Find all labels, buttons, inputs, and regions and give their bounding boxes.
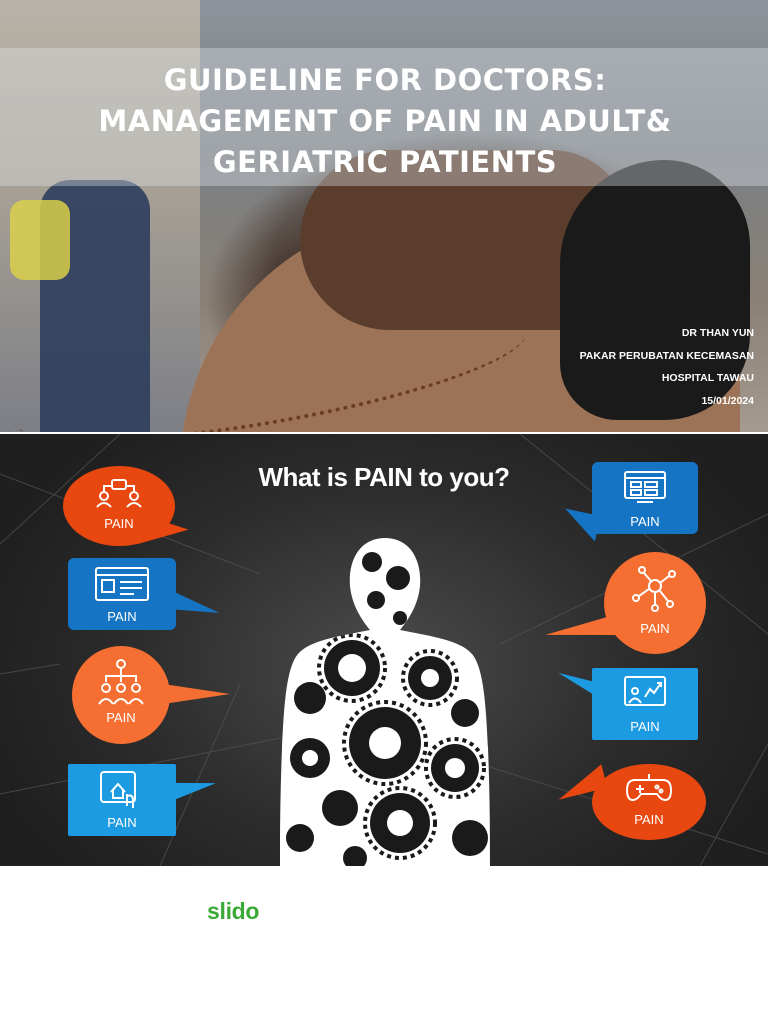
presenter-hospital: HOSPITAL TAWAU	[661, 372, 754, 384]
bystander-shirt	[10, 200, 70, 280]
analytics-presenter-icon	[624, 676, 666, 706]
bubble-4-label: PAIN	[107, 815, 137, 830]
team-network-icon	[96, 479, 142, 508]
title-slide: GUIDELINE FOR DOCTORS: MANAGEMENT OF PAI…	[0, 0, 768, 432]
bubble-3-label: PAIN	[106, 710, 136, 725]
patient-hair	[560, 160, 750, 420]
tablet-touch-icon	[100, 771, 136, 808]
title-banner	[0, 48, 768, 186]
question-heading: What is PAIN to you?	[258, 462, 510, 492]
title-line-2: MANAGEMENT OF PAIN IN ADULT&	[98, 104, 672, 138]
bubble-8-label: PAIN	[634, 812, 664, 827]
bubble-1: PAIN	[63, 466, 175, 546]
title-line-3: GERIATRIC PATIENTS	[212, 145, 558, 179]
slide-title: GUIDELINE FOR DOCTORS: MANAGEMENT OF PAI…	[40, 60, 730, 183]
org-chart-icon	[98, 659, 144, 705]
browser-window-icon	[95, 567, 149, 601]
title-line-1: GUIDELINE FOR DOCTORS:	[163, 63, 607, 97]
bubble-2-label: PAIN	[107, 609, 137, 624]
hub-network-icon	[632, 566, 676, 612]
bubble-6-label: PAIN	[640, 621, 670, 636]
gamepad-icon	[625, 774, 673, 802]
bubble-8: PAIN	[592, 764, 706, 840]
bubble-2: PAIN	[68, 558, 176, 630]
dashboard-panel-icon	[624, 471, 666, 503]
bubble-4: PAIN	[68, 764, 176, 836]
presenter-role: PAKAR PERUBATAN KECEMASAN	[579, 349, 754, 362]
presenter-info: DR THAN YUN PAKAR PERUBATAN KECEMASAN HO…	[580, 322, 754, 412]
bubble-6: PAIN	[604, 552, 706, 654]
bubble-7: PAIN	[592, 668, 698, 740]
bubble-3: PAIN	[72, 646, 170, 744]
gear-body-silhouette	[280, 538, 490, 866]
question-slide: What is PAIN to you? PAIN PAIN PAIN	[0, 434, 768, 866]
bubble-5-label: PAIN	[630, 514, 660, 529]
bubble-1-label: PAIN	[104, 516, 134, 531]
presenter-name: DR THAN YUN	[681, 327, 754, 339]
bubble-5: PAIN	[592, 462, 698, 534]
bubble-7-label: PAIN	[630, 719, 660, 734]
slido-logo: slido	[207, 898, 260, 924]
presentation-date: 15/01/2024	[701, 394, 754, 407]
